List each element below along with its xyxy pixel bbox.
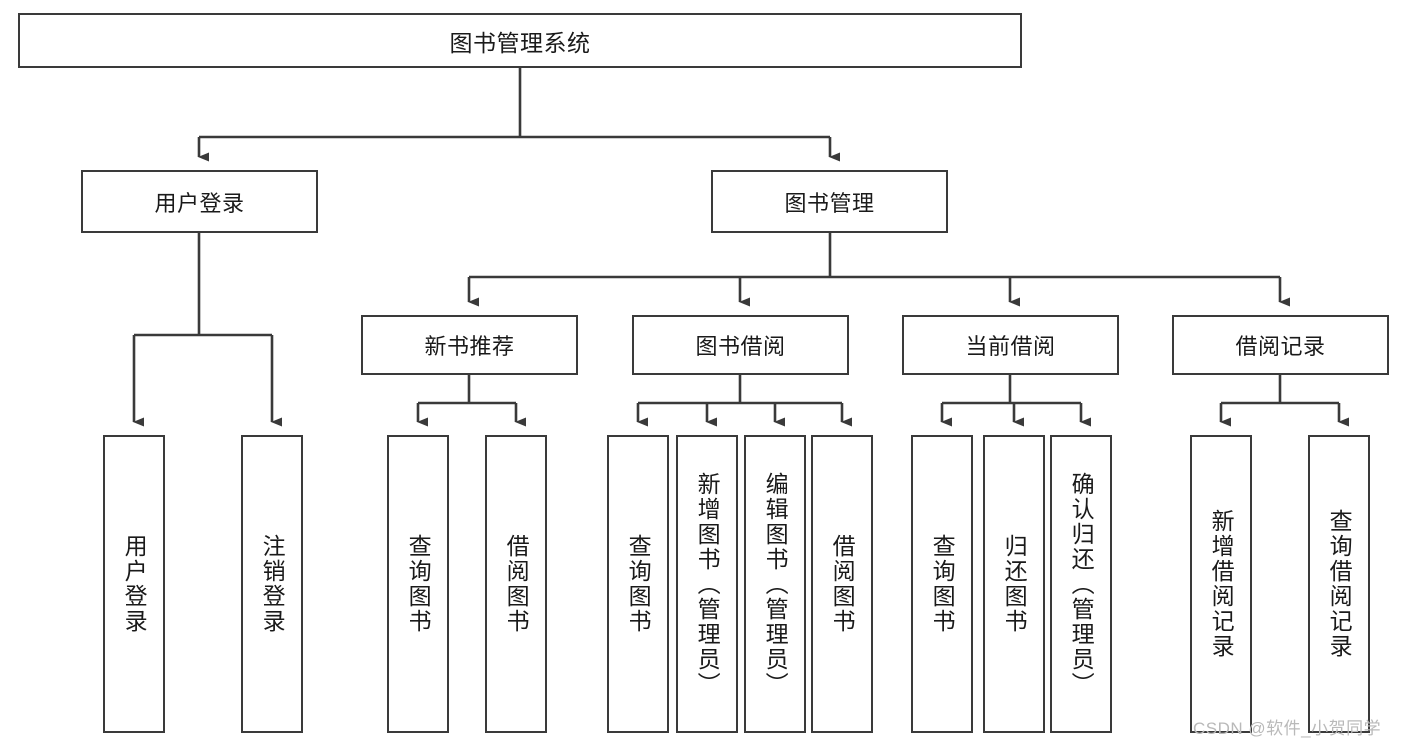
leaf-return-book[interactable]: 归还图书 — [983, 435, 1045, 733]
leaf-add-borrow-record[interactable]: 新增借阅记录 — [1190, 435, 1252, 733]
leaf-logout-login[interactable]: 注销登录 — [241, 435, 303, 733]
leaf-edit-book-admin[interactable]: 编辑图书（管理员） — [744, 435, 806, 733]
node-root-system[interactable]: 图书管理系统 — [18, 13, 1022, 68]
node-current-borrow[interactable]: 当前借阅 — [902, 315, 1119, 375]
leaf-query-book-current[interactable]: 查询图书 — [911, 435, 973, 733]
leaf-confirm-return-admin[interactable]: 确认归还（管理员） — [1050, 435, 1112, 733]
leaf-query-book-recommend[interactable]: 查询图书 — [387, 435, 449, 733]
node-book-borrow[interactable]: 图书借阅 — [632, 315, 849, 375]
leaf-borrow-book[interactable]: 借阅图书 — [811, 435, 873, 733]
leaf-add-book-admin[interactable]: 新增图书（管理员） — [676, 435, 738, 733]
node-book-manage[interactable]: 图书管理 — [711, 170, 948, 233]
node-new-book-recommend[interactable]: 新书推荐 — [361, 315, 578, 375]
leaf-user-login[interactable]: 用户登录 — [103, 435, 165, 733]
leaf-borrow-book-recommend[interactable]: 借阅图书 — [485, 435, 547, 733]
node-user-login[interactable]: 用户登录 — [81, 170, 318, 233]
node-borrow-record[interactable]: 借阅记录 — [1172, 315, 1389, 375]
leaf-query-book-borrow[interactable]: 查询图书 — [607, 435, 669, 733]
leaf-query-borrow-record[interactable]: 查询借阅记录 — [1308, 435, 1370, 733]
csdn-watermark: CSDN @软件_小贺同学 — [1193, 719, 1382, 738]
